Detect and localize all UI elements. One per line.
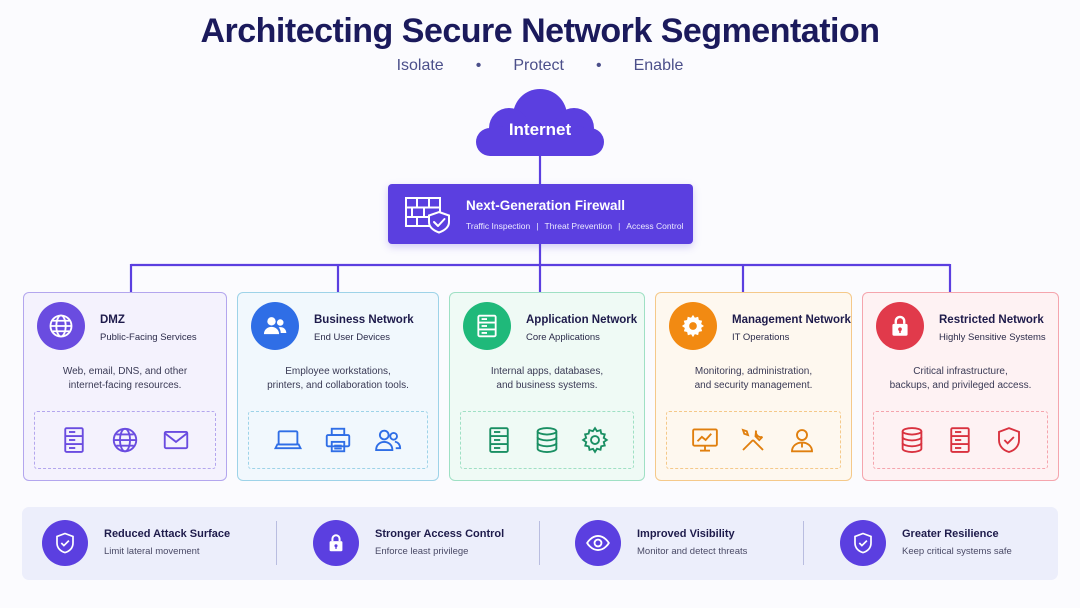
zone-subtitle: Highly Sensitive Systems: [939, 332, 1046, 343]
tagline-separator: •: [475, 57, 482, 74]
zone-management: Management Network IT Operations Monitor…: [655, 292, 852, 481]
users-icon: [375, 429, 402, 451]
zone-title: Application Network: [526, 314, 638, 326]
tools-icon: [742, 428, 765, 451]
zone-description-line: Critical infrastructure,: [913, 366, 1008, 377]
tagline: Isolate • Protect • Enable: [0, 57, 1080, 75]
server-icon: [64, 427, 85, 453]
tagline-protect: Protect: [513, 57, 564, 74]
server-icon: [950, 427, 971, 453]
globe-icon: [112, 427, 138, 453]
server-icon: [463, 302, 511, 350]
benefit-subtitle: Limit lateral movement: [104, 546, 200, 557]
zone-dmz: DMZ Public-Facing Services Web, email, D…: [23, 292, 227, 481]
zone-assets: [873, 411, 1048, 469]
zone-assets: [248, 411, 428, 469]
firewall-tag: Traffic Inspection: [466, 221, 531, 231]
monitor-chart-icon: [692, 428, 718, 452]
database-icon: [901, 427, 923, 453]
zone-assets: [460, 411, 634, 469]
printer-icon: [325, 427, 351, 453]
firewall-tag-separator: |: [618, 221, 621, 231]
benefits-bar: Reduced Attack Surface Limit lateral mov…: [22, 507, 1058, 580]
firewall-title: Next-Generation Firewall: [466, 198, 626, 213]
zone-description-line: and business systems.: [496, 380, 598, 391]
zone-description-line: Employee workstations,: [285, 366, 391, 377]
laptop-icon: [273, 430, 303, 450]
internet-cloud-icon: [476, 89, 604, 156]
eye-icon: [575, 520, 621, 566]
zone-restricted: Restricted Network Highly Sensitive Syst…: [862, 292, 1059, 481]
zone-title: DMZ: [100, 314, 125, 326]
benefit-title: Stronger Access Control: [375, 528, 505, 540]
zone-description-line: and security management.: [694, 380, 813, 391]
zone-description-line: Web, email, DNS, and other: [62, 366, 188, 377]
zone-application: Application Network Core Applications In…: [449, 292, 645, 481]
zone-description-line: printers, and collaboration tools.: [267, 380, 409, 391]
admin-user-icon: [790, 429, 813, 453]
firewall-tags: Traffic Inspection | Threat Prevention |…: [466, 221, 683, 231]
zone-description: Monitoring, administration, and security …: [656, 365, 851, 393]
firewall-shield-icon: [405, 197, 450, 234]
benefit-title: Reduced Attack Surface: [104, 528, 231, 540]
firewall-node: Next-Generation Firewall Traffic Inspect…: [388, 184, 693, 244]
mail-icon: [163, 430, 188, 450]
zone-description: Web, email, DNS, and other internet-facin…: [24, 365, 226, 393]
firewall-tag: Access Control: [626, 221, 684, 231]
zone-subtitle: End User Devices: [314, 332, 391, 343]
zone-subtitle: Public-Facing Services: [100, 332, 197, 343]
gear-icon: [669, 302, 717, 350]
benefit-divider: [276, 521, 277, 565]
shield-check-icon: [997, 427, 1020, 453]
tagline-isolate: Isolate: [396, 57, 444, 74]
gear-icon: [581, 426, 609, 454]
shield-check-icon: [840, 520, 886, 566]
zone-description-line: internet-facing resources.: [68, 380, 182, 391]
benefit-title: Greater Resilience: [902, 528, 999, 540]
tagline-separator: •: [596, 57, 602, 74]
users-icon: [251, 302, 299, 350]
zone-assets: [666, 411, 841, 469]
database-icon: [536, 427, 558, 453]
tagline-enable: Enable: [633, 57, 684, 74]
zone-title: Management Network: [732, 314, 851, 326]
benefit-divider: [539, 521, 540, 565]
zone-subtitle: Core Applications: [526, 332, 600, 343]
zone-description: Critical infrastructure, backups, and pri…: [863, 365, 1058, 393]
zone-subtitle: IT Operations: [732, 332, 790, 343]
zone-description: Internal apps, databases, and business sy…: [450, 365, 644, 393]
firewall-tag: Threat Prevention: [544, 221, 613, 231]
zone-title: Restricted Network: [939, 314, 1044, 326]
lock-icon: [876, 302, 924, 350]
benefit-title: Improved Visibility: [637, 528, 735, 540]
benefit-subtitle: Keep critical systems safe: [902, 546, 1012, 557]
server-icon: [489, 427, 509, 453]
shield-check-icon: [42, 520, 88, 566]
zone-title: Business Network: [314, 314, 414, 326]
lock-icon: [313, 520, 359, 566]
globe-icon: [37, 302, 85, 350]
benefit-subtitle: Enforce least privilege: [375, 546, 469, 557]
zone-description-line: Internal apps, databases,: [490, 366, 604, 377]
zone-description: Employee workstations, printers, and coll…: [238, 365, 438, 393]
zone-assets: [34, 411, 216, 469]
zone-business: Business Network End User Devices Employ…: [237, 292, 439, 481]
benefit-subtitle: Monitor and detect threats: [637, 546, 748, 557]
firewall-tag-separator: |: [536, 221, 539, 231]
page-title: Architecting Secure Network Segmentation: [200, 12, 880, 50]
zone-description-line: Monitoring, administration,: [694, 366, 813, 377]
internet-label: Internet: [508, 120, 572, 139]
benefit-divider: [803, 521, 804, 565]
zone-description-line: backups, and privileged access.: [889, 380, 1032, 391]
